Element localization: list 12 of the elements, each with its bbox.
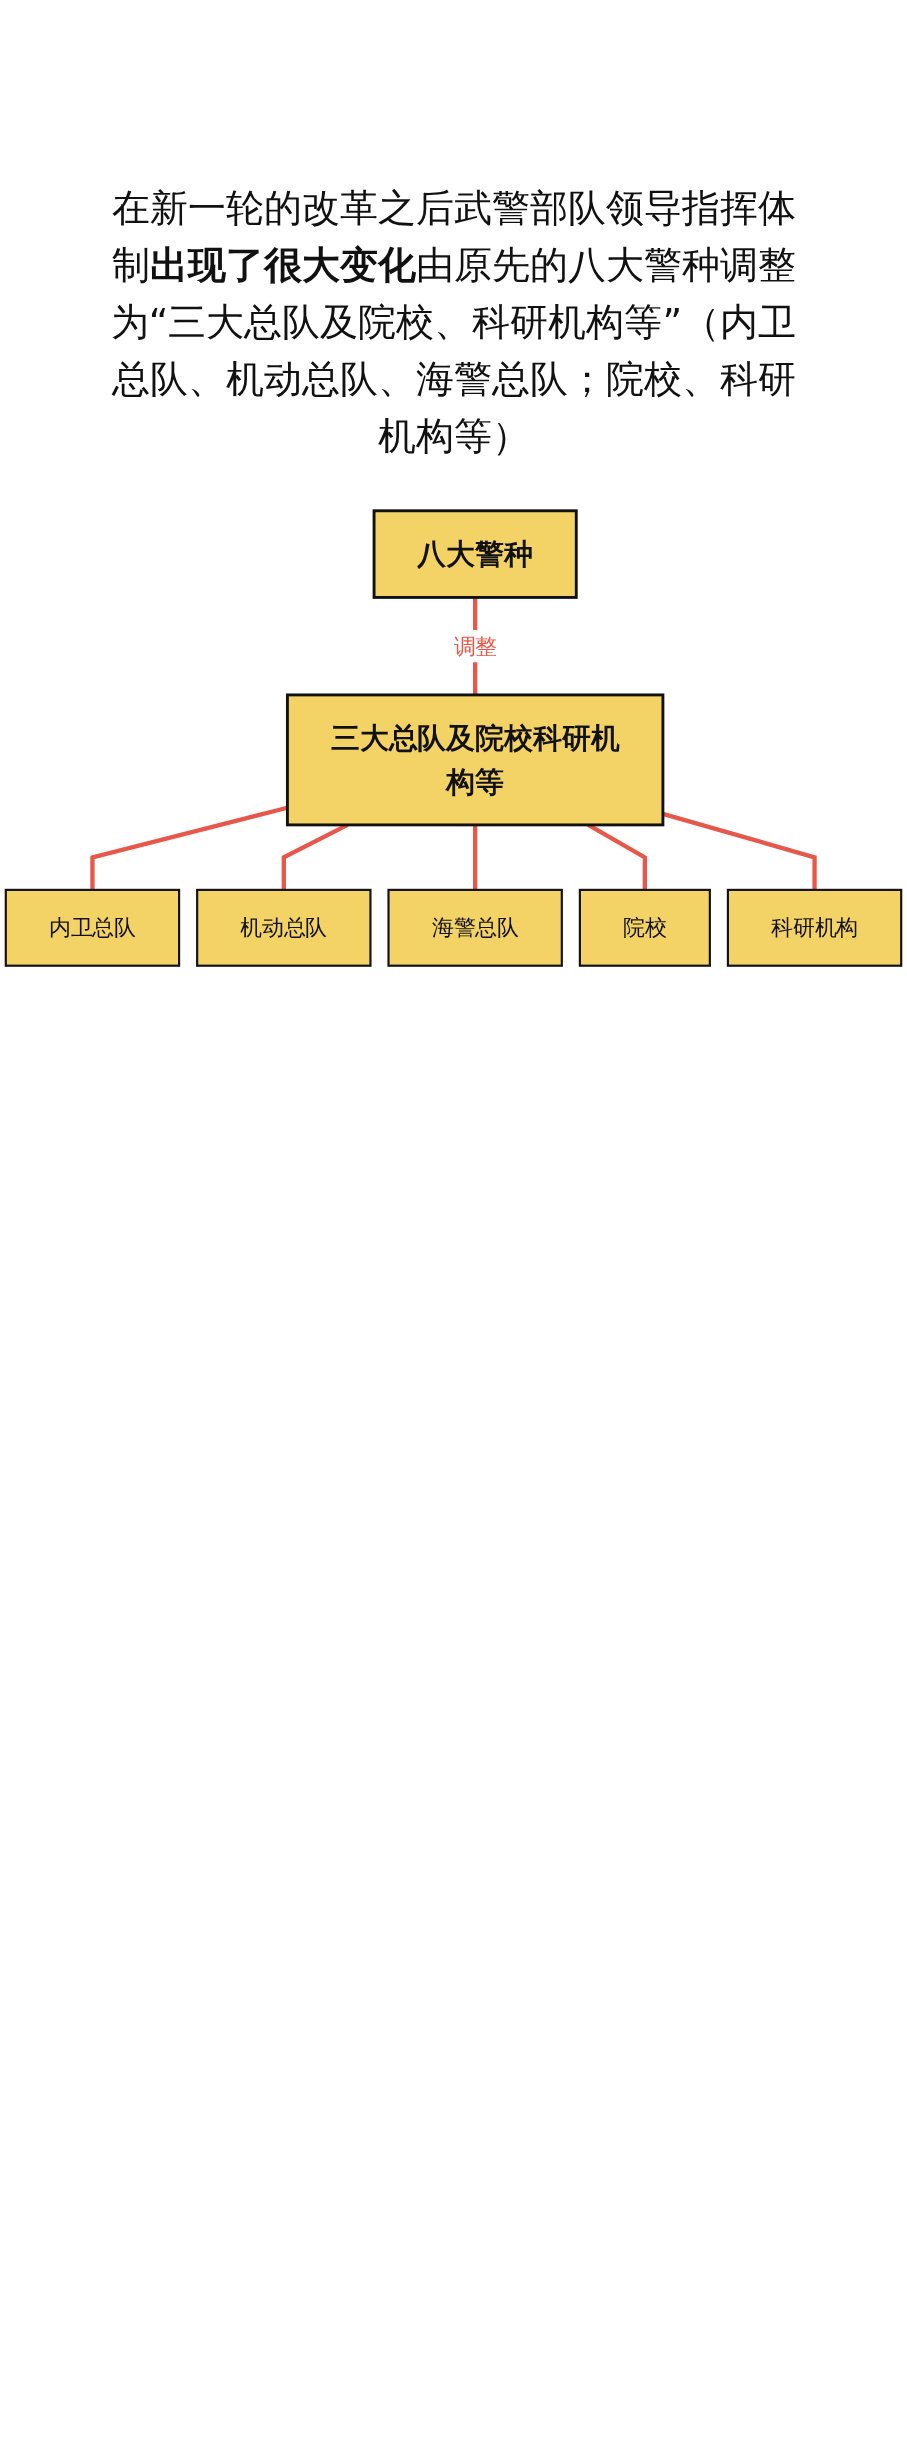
connector [90, 805, 288, 890]
node-box: 三大总队及院校科研机构等 [285, 693, 665, 827]
node-box: 机动总队 [196, 888, 372, 967]
node-box: 内卫总队 [4, 888, 181, 967]
connector [473, 824, 478, 890]
node-box: 科研机构 [726, 888, 903, 967]
edge-label: 调整 [453, 633, 497, 659]
node-box: 院校 [578, 888, 711, 967]
node-box: 八大警种 [372, 509, 578, 599]
connector [662, 811, 817, 890]
intro-paragraph: 在新一轮的改革之后武警部队领导指挥体制出现了很大变化由原先的八大警种调整为“三大总队及院校、科研机构等”（内卫总队、机动总队、海警总队；院校、科研机构等） [110, 185, 797, 460]
node-box: 海警总队 [387, 888, 563, 967]
